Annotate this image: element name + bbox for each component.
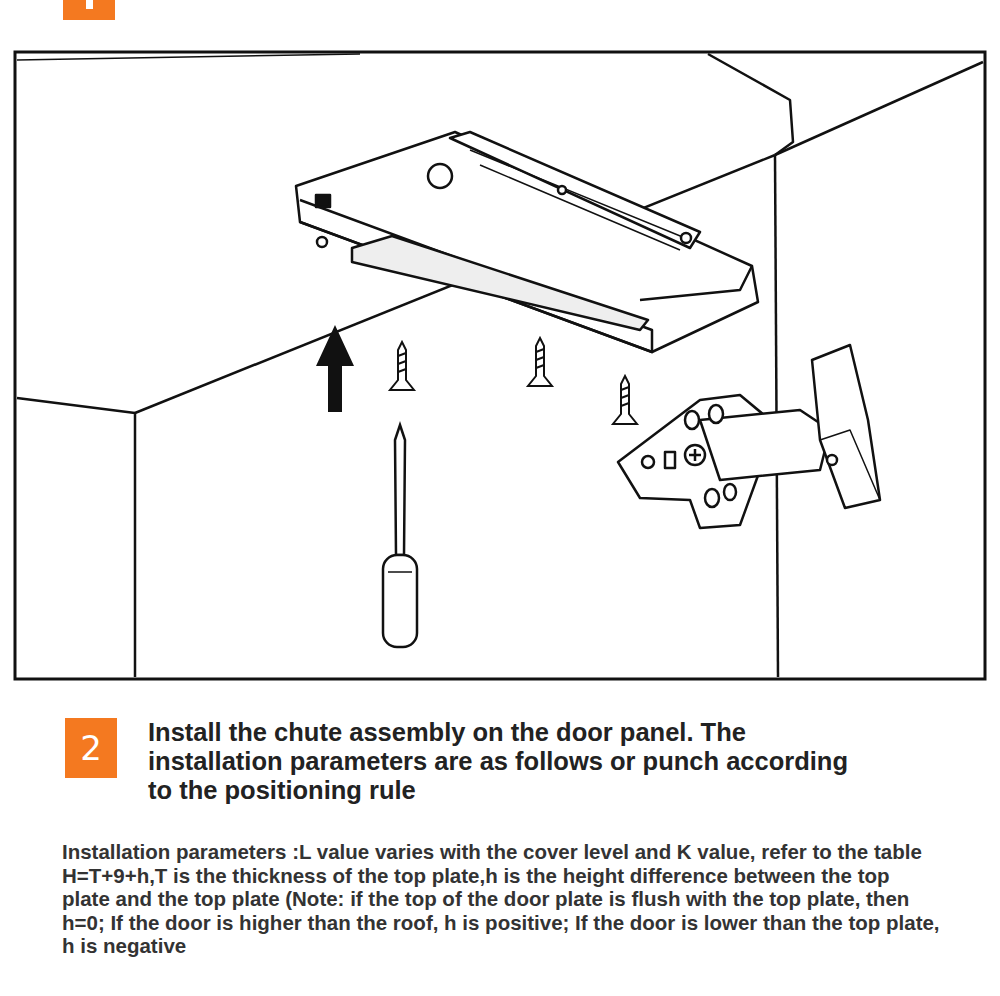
bracket [640,266,752,300]
parameter-note: Installation parameters :L value varies … [62,840,940,957]
hinge-cup [812,345,880,508]
screwdriver-handle [383,555,417,647]
slot [316,195,330,207]
ceiling-line [17,54,360,60]
step-heading-block: Install the chute assembly on the door p… [148,718,868,805]
light-strip [352,236,648,330]
assembly-side [300,200,652,352]
pin [681,233,691,243]
rail-lines [470,150,690,250]
badge-digit-fragment [86,0,93,9]
door-top [708,54,793,155]
step-number: 2 [80,731,102,765]
pin [558,186,566,194]
wheel [428,164,452,188]
shelf-edge [17,398,135,677]
up-arrow [316,325,354,412]
step-badge: 2 [65,718,117,778]
screwdriver-shaft [395,425,405,555]
screws [390,338,637,424]
screw [528,338,552,386]
screwdriver [383,425,417,647]
step-badge-sliver [63,0,115,20]
chute-assembly [296,132,758,352]
screw [390,342,414,390]
parameter-note-block: Installation parameters :L value varies … [62,840,942,958]
assembly-body [296,132,758,352]
pin [317,237,327,247]
step-heading: Install the chute assembly on the door p… [148,718,848,804]
top-plate-back [775,62,983,155]
cabinet-outline [17,54,983,677]
screw [613,376,637,424]
rail [450,132,700,248]
hinge [618,345,880,528]
illustration-frame [15,52,985,679]
